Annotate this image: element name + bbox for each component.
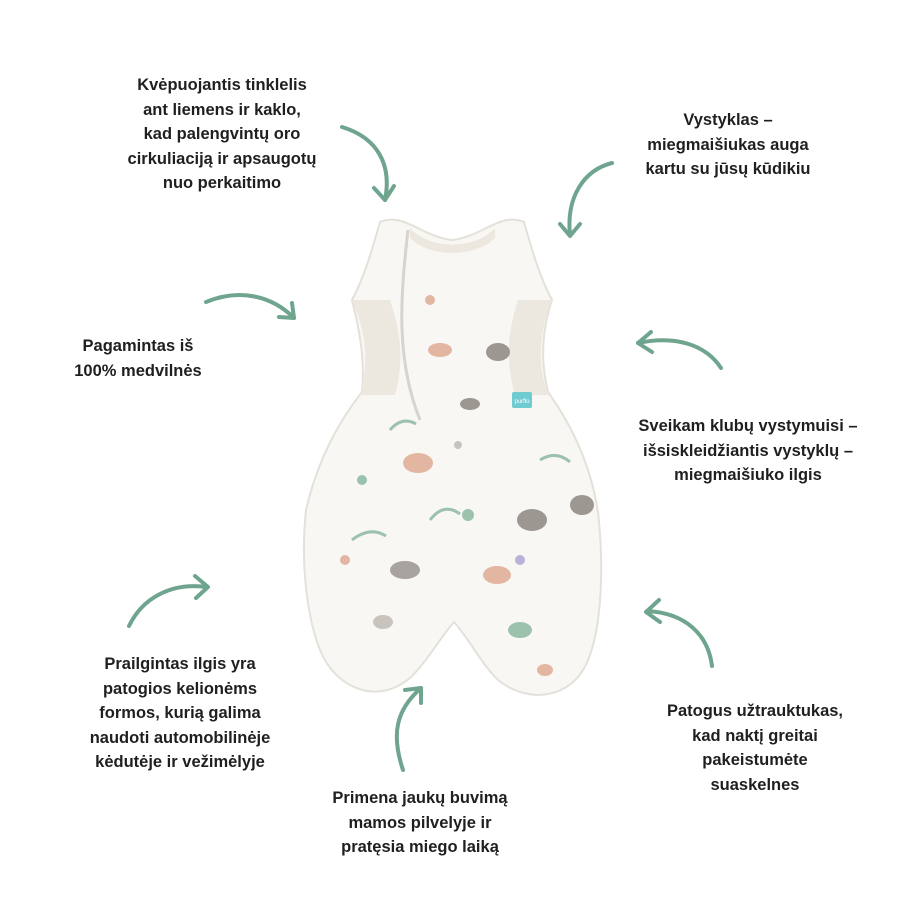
caption-line: pakeistumėte bbox=[702, 751, 808, 769]
caption-zipper: Patogus užtrauktukas, kad naktį greitai … bbox=[640, 699, 870, 797]
caption-line: Vystyklas – bbox=[683, 111, 773, 129]
caption-line: išsiskleidžiantis vystyklų – bbox=[642, 441, 854, 460]
caption-line: Sveikam klubų vystymuisi – bbox=[638, 417, 858, 435]
caption-line: miegmaišiuko ilgis bbox=[674, 466, 822, 484]
caption-womb: Primena jaukų buvimą mamos pilvelyje ir … bbox=[305, 786, 535, 860]
caption-line: nuo perkaitimo bbox=[162, 174, 282, 192]
caption-line: pratęsia miego laiką bbox=[341, 838, 499, 856]
caption-length: Prailgintas ilgis yra patogios kelionėms… bbox=[60, 652, 300, 775]
caption-line: suaskelnes bbox=[710, 775, 800, 794]
mesh-panel-right bbox=[508, 300, 552, 395]
caption-line: ant liemens ir kaklo, bbox=[143, 100, 301, 119]
caption-line: kad naktį greitai bbox=[692, 726, 818, 745]
caption-line: cirkuliaciją ir apsaugotų bbox=[127, 149, 317, 168]
brand-tag-text: purflo bbox=[514, 399, 530, 405]
arrow-womb-icon bbox=[394, 686, 423, 772]
arrow-zipper-icon bbox=[644, 598, 714, 668]
mesh-panel-left bbox=[352, 300, 401, 395]
caption-line: Prailgintas ilgis yra bbox=[104, 655, 256, 673]
neck-mesh bbox=[410, 228, 495, 253]
caption-line: kėdutėje ir vežimėlyje bbox=[95, 753, 265, 771]
arrow-hips-icon bbox=[636, 330, 723, 370]
arrow-swaddle-icon bbox=[558, 161, 614, 238]
caption-line: kartu su jūsų kūdikiu bbox=[645, 160, 811, 178]
caption-line: Patogus užtrauktukas, bbox=[666, 702, 844, 720]
caption-mesh: Kvėpuojantis tinklelis ant liemens ir ka… bbox=[102, 73, 342, 196]
arrow-mesh-icon bbox=[340, 125, 396, 202]
brand-tag bbox=[512, 392, 532, 408]
caption-swaddle: Vystyklas – miegmaišiukas auga kartu su … bbox=[618, 108, 838, 182]
caption-line: mamos pilvelyje ir bbox=[348, 813, 492, 832]
caption-line: 100% medvilnės bbox=[74, 361, 202, 380]
arrow-length-icon bbox=[127, 574, 210, 628]
caption-line: kad palengvintų oro bbox=[143, 125, 301, 143]
caption-line: Primena jaukų buvimą bbox=[332, 789, 508, 807]
caption-line: Pagamintas iš bbox=[82, 337, 194, 355]
caption-hips: Sveikam klubų vystymuisi – išsiskleidžia… bbox=[618, 414, 878, 488]
caption-line: patogios kelionėms bbox=[102, 679, 258, 698]
caption-line: Kvėpuojantis tinklelis bbox=[137, 76, 307, 94]
caption-line: formos, kurią galima bbox=[99, 704, 261, 722]
caption-line: miegmaišiukas auga bbox=[647, 135, 809, 154]
caption-cotton: Pagamintas iš 100% medvilnės bbox=[58, 334, 218, 383]
pattern-motifs bbox=[340, 295, 594, 676]
zipper-line bbox=[400, 229, 422, 421]
arrow-cotton-icon bbox=[204, 293, 296, 320]
caption-line: naudoti automobilinėje bbox=[89, 728, 271, 747]
